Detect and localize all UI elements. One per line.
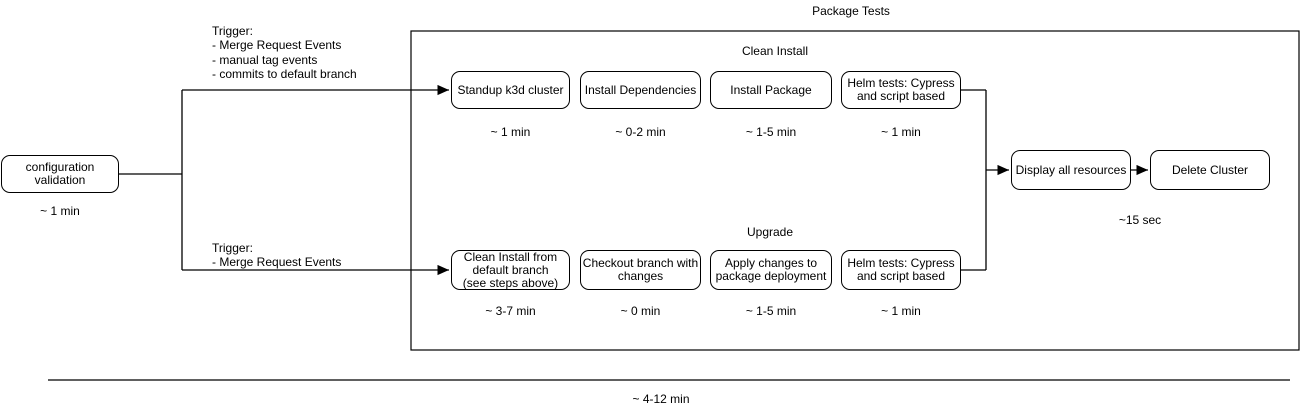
time-helm-tests-clean-install: ~ 1 min	[881, 125, 921, 139]
node-apply-changes-to-package-deployment: Apply changes to package deployment	[710, 250, 832, 290]
time-clean-install-from-default-branch: ~ 3-7 min	[485, 304, 536, 318]
trigger-note-bottom: Trigger: - Merge Request Events	[212, 241, 342, 270]
section-label-clean-install: Clean Install	[741, 44, 809, 58]
node-install-package: Install Package	[710, 71, 832, 109]
node-display-all-resources: Display all resources	[1011, 150, 1131, 190]
time-teardown: ~15 sec	[1118, 213, 1162, 227]
node-standup-k3d-cluster: Standup k3d cluster	[451, 71, 570, 109]
node-clean-install-from-default-branch: Clean Install from default branch (see s…	[451, 250, 570, 290]
time-standup-k3d-cluster: ~ 1 min	[490, 125, 531, 139]
time-install-package: ~ 1-5 min	[745, 125, 797, 139]
diagram-title: Package Tests	[812, 4, 890, 18]
time-configuration-validation: ~ 1 min	[40, 204, 80, 218]
node-helm-tests-clean-install: Helm tests: Cypress and script based	[841, 71, 961, 109]
node-configuration-validation: configuration validation	[1, 155, 119, 193]
total-time-label: ~ 4-12 min	[632, 392, 690, 406]
package-tests-container-border	[410, 30, 1300, 351]
time-install-dependencies: ~ 0-2 min	[615, 125, 666, 139]
node-checkout-branch-with-changes: Checkout branch with changes	[580, 250, 701, 290]
section-label-upgrade: Upgrade	[746, 225, 794, 239]
trigger-note-top: Trigger: - Merge Request Events - manual…	[212, 24, 357, 81]
node-delete-cluster: Delete Cluster	[1150, 150, 1270, 190]
node-helm-tests-upgrade: Helm tests: Cypress and script based	[841, 250, 961, 290]
time-apply-changes-to-package-deployment: ~ 1-5 min	[745, 304, 797, 318]
time-checkout-branch-with-changes: ~ 0 min	[620, 304, 661, 318]
node-install-dependencies: Install Dependencies	[580, 71, 701, 109]
time-helm-tests-upgrade: ~ 1 min	[881, 304, 921, 318]
